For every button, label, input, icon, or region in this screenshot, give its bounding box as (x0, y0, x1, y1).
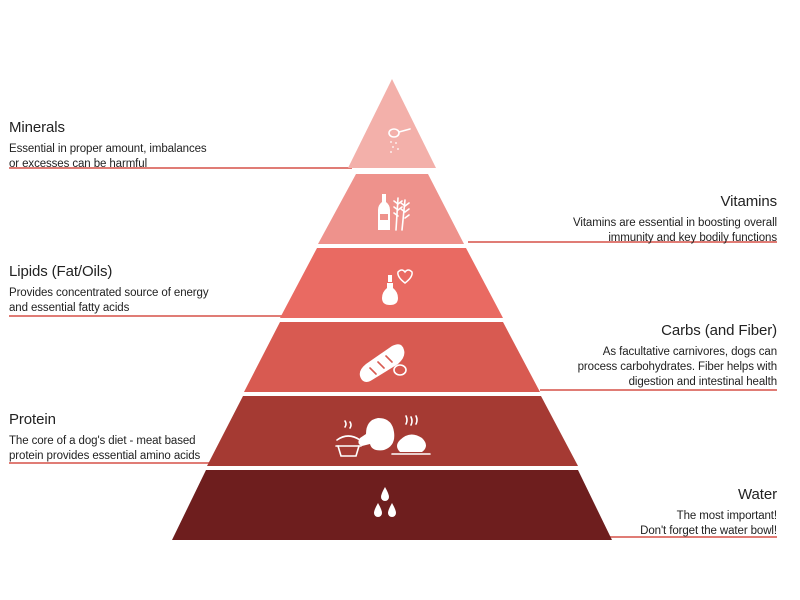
lipids-title: Lipids (Fat/Oils) (9, 263, 113, 280)
pyramid-tier-vitamins (318, 174, 464, 244)
carbs-description-line-3: digestion and intestinal health (628, 376, 778, 388)
carbs-title: Carbs (and Fiber) (661, 322, 777, 339)
carbs-label: Carbs (and Fiber) As facultative carnivo… (578, 322, 777, 390)
meat-dishes-icon (335, 415, 431, 457)
minerals-title: Minerals (9, 119, 65, 136)
water-description-line-2: Don't forget the water bowl! (640, 525, 777, 537)
carbs-description-line-1: As facultative carnivores, dogs can (602, 346, 777, 358)
minerals-description-line-2: or excesses can be harmful (9, 158, 148, 170)
bread-icon (359, 344, 407, 382)
lipids-label: Lipids (Fat/Oils) Provides concentrated … (9, 263, 209, 316)
water-label: Water The most important! Don't forget t… (640, 486, 777, 539)
lipids-description-line-1: Provides concentrated source of energy (9, 287, 209, 299)
water-title: Water (738, 486, 777, 503)
carbs-description-line-2: process carbohydrates. Fiber helps with (577, 361, 777, 373)
protein-label: Protein The core of a dog's diet - meat … (9, 411, 200, 464)
water-description-line-1: The most important! (676, 510, 777, 522)
protein-title: Protein (9, 411, 56, 428)
protein-description-line-2: protein provides essential amino acids (9, 450, 201, 462)
mineral-spoon-icon (388, 128, 411, 153)
protein-description-line-1: The core of a dog's diet - meat based (9, 435, 196, 447)
lipids-description-line-2: and essential fatty acids (9, 302, 130, 314)
vitamin-bottle-wheat-icon (378, 194, 410, 231)
minerals-description-line-1: Essential in proper amount, imbalances (9, 143, 207, 155)
vitamins-description-line-2: immunity and key bodily functions (608, 232, 777, 244)
vitamins-description-line-1: Vitamins are essential in boosting overa… (573, 217, 777, 229)
pyramid-tier-minerals (348, 79, 436, 168)
vitamins-title: Vitamins (720, 193, 778, 210)
oil-bottle-icon (382, 269, 413, 305)
minerals-label: Minerals Essential in proper amount, imb… (9, 119, 207, 172)
vitamins-label: Vitamins Vitamins are essential in boost… (573, 193, 777, 246)
water-drops-icon (374, 487, 396, 517)
